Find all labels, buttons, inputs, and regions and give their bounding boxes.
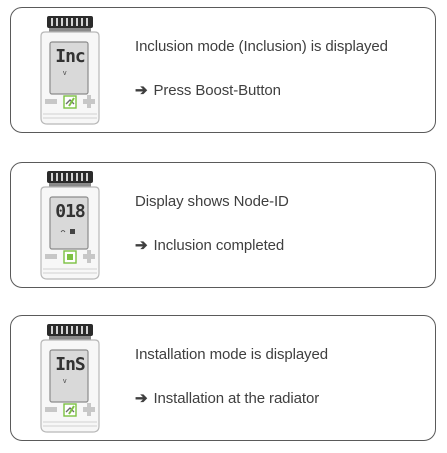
lcd-readout: InS xyxy=(55,354,86,375)
step-action: ➔ Installation at the radiator xyxy=(135,389,319,407)
thermostat-device-illustration xyxy=(40,324,100,433)
step-action-label: Press Boost-Button xyxy=(153,82,281,99)
step-card-node-id: 018 Display shows Node-ID ➔ Inclusion com… xyxy=(10,162,436,288)
step-action-label: Installation at the radiator xyxy=(153,390,320,407)
lcd-indicator: v xyxy=(63,378,67,385)
lcd-indicator: v xyxy=(63,70,67,77)
step-action: ➔ Press Boost-Button xyxy=(135,81,281,99)
arrow-right-icon: ➔ xyxy=(135,82,148,99)
step-description: Display shows Node-ID xyxy=(135,193,289,210)
thermostat-device-illustration xyxy=(40,171,100,280)
arrow-right-icon: ➔ xyxy=(135,237,148,254)
lcd-readout: 018 xyxy=(55,201,86,222)
lcd-readout: Inc xyxy=(55,46,86,67)
step-card-installation: InS v Installation mode is displayed ➔ In… xyxy=(10,315,436,441)
step-action-label: Inclusion completed xyxy=(153,237,285,254)
step-description: Inclusion mode (Inclusion) is displayed xyxy=(135,38,388,55)
arrow-right-icon: ➔ xyxy=(135,390,148,407)
thermostat-device-illustration xyxy=(40,16,100,125)
step-description: Installation mode is displayed xyxy=(135,346,328,363)
step-action: ➔ Inclusion completed xyxy=(135,236,284,254)
step-card-inclusion: Inc v Inclusion mode (Inclusion) is disp… xyxy=(10,7,436,133)
